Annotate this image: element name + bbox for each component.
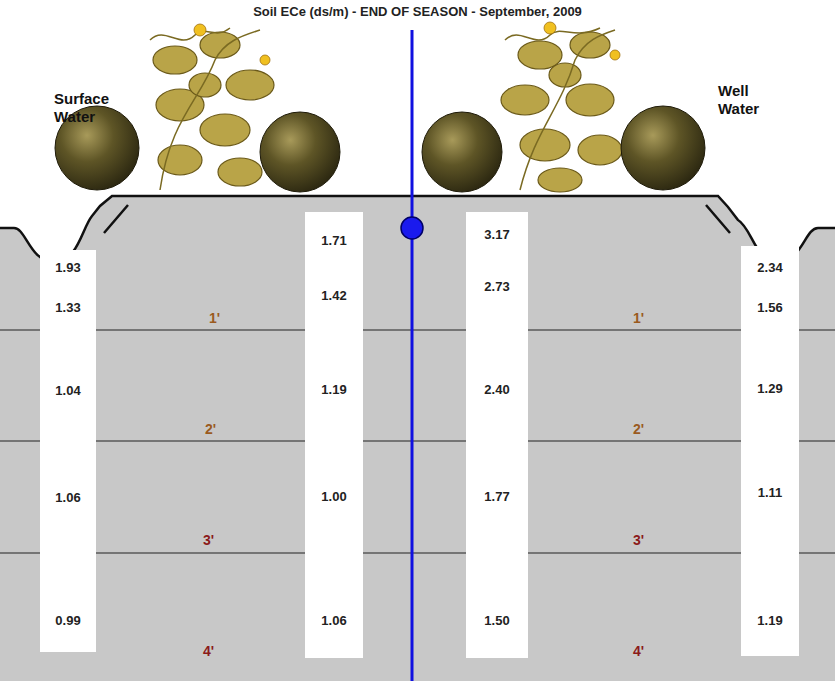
depth-line <box>0 553 835 554</box>
drip-tube <box>401 217 423 239</box>
ece-value: 1.00 <box>305 489 363 504</box>
depth-label: 2' <box>202 421 219 438</box>
depth-label: 4' <box>200 643 217 660</box>
ece-value: 1.11 <box>741 485 799 500</box>
ece-value: 1.04 <box>40 383 96 398</box>
ece-value: 1.71 <box>305 233 363 248</box>
flowers <box>194 22 620 65</box>
depth-label: 3' <box>630 532 647 549</box>
ece-value: 3.17 <box>466 227 528 242</box>
ece-value: 1.29 <box>741 381 799 396</box>
depth-label: 4' <box>630 643 647 660</box>
depth-line <box>0 330 835 331</box>
sample-column: 3.17 2.73 2.40 1.77 1.50 <box>466 212 528 658</box>
ece-value: 2.40 <box>466 382 528 397</box>
sample-column: 2.34 1.56 1.29 1.11 1.19 <box>741 246 799 656</box>
sample-column: 1.71 1.42 1.19 1.00 1.06 <box>305 212 363 658</box>
bed-outline <box>0 196 835 262</box>
watermelons <box>55 106 705 192</box>
water-source-label: Well Water <box>718 82 778 118</box>
ece-value: 2.73 <box>466 279 528 294</box>
ece-value: 1.93 <box>40 260 96 275</box>
ece-value: 1.33 <box>40 300 96 315</box>
center-line <box>411 30 414 681</box>
depth-label: 1' <box>206 310 223 327</box>
sample-column: 1.93 1.33 1.04 1.06 0.99 <box>40 250 96 652</box>
ece-value: 0.99 <box>40 613 96 628</box>
ece-value: 1.42 <box>305 288 363 303</box>
soil-bed <box>0 196 835 681</box>
ece-value: 1.19 <box>305 382 363 397</box>
depth-label: 3' <box>200 532 217 549</box>
vine-tendrils <box>150 28 615 190</box>
chart-title: Soil ECe (ds/m) - END OF SEASON - Septem… <box>0 4 835 19</box>
depth-label: 1' <box>630 310 647 327</box>
depth-line <box>0 441 835 442</box>
depth-label: 2' <box>630 421 647 438</box>
ece-value: 1.06 <box>40 490 96 505</box>
ece-value: 1.50 <box>466 613 528 628</box>
ece-value: 1.06 <box>305 613 363 628</box>
ece-value: 1.56 <box>741 300 799 315</box>
ece-value: 2.34 <box>741 260 799 275</box>
ece-value: 1.19 <box>741 613 799 628</box>
ece-value: 1.77 <box>466 489 528 504</box>
water-source-label: Surface Water <box>54 90 124 126</box>
